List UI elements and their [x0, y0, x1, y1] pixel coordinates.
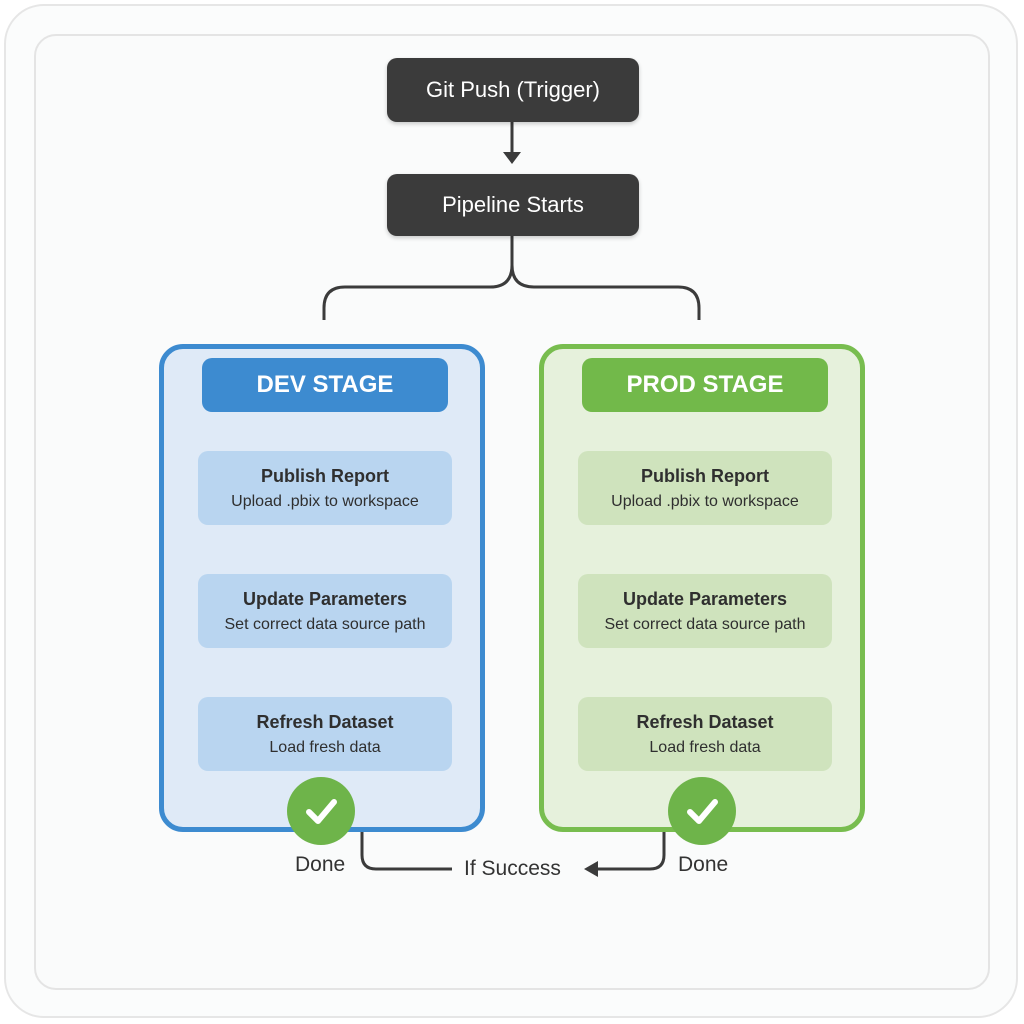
dev-stage-header: DEV STAGE — [202, 358, 448, 412]
trigger-label: Git Push (Trigger) — [425, 77, 600, 102]
pipeline-node: Pipeline Starts — [387, 174, 639, 236]
check-icon — [306, 799, 337, 824]
dev-stage: DEV STAGE Publish Report Upload .pbix to… — [159, 344, 485, 832]
check-icon — [687, 799, 718, 824]
step-desc: Set correct data source path — [604, 615, 806, 633]
pipeline-label: Pipeline Starts — [442, 192, 584, 217]
condition-label: If Success — [464, 857, 561, 880]
step-title: Update Parameters — [242, 588, 408, 609]
connector-condition-to-prod — [596, 832, 666, 871]
step-desc: Load fresh data — [649, 738, 761, 756]
step-desc: Upload .pbix to workspace — [611, 492, 799, 510]
split-connector — [322, 236, 701, 320]
step-desc: Upload .pbix to workspace — [231, 492, 419, 510]
prod-stage-header: PROD STAGE — [582, 358, 828, 412]
connector-dev-to-condition — [360, 832, 452, 871]
step-title: Refresh Dataset — [256, 711, 394, 732]
dev-step-update-parameters: Update Parameters Set correct data sourc… — [198, 574, 452, 648]
prod-check-icon — [668, 777, 736, 845]
prod-done-label: Done — [678, 853, 729, 876]
step-title: Publish Report — [640, 465, 769, 486]
step-title: Update Parameters — [622, 588, 788, 609]
prod-step-refresh-dataset: Refresh Dataset Load fresh data — [578, 697, 832, 771]
arrowhead-condition-to-prod — [584, 861, 598, 877]
dev-step-refresh-dataset: Refresh Dataset Load fresh data — [198, 697, 452, 771]
step-desc: Set correct data source path — [224, 615, 426, 633]
trigger-node: Git Push (Trigger) — [387, 58, 639, 122]
dev-check-icon — [287, 777, 355, 845]
step-title: Publish Report — [260, 465, 389, 486]
arrowhead-trigger-to-pipeline — [503, 152, 521, 164]
prod-step-publish-report: Publish Report Upload .pbix to workspace — [578, 451, 832, 525]
step-title: Refresh Dataset — [636, 711, 774, 732]
prod-stage: PROD STAGE Publish Report Upload .pbix t… — [539, 344, 865, 832]
dev-done-label: Done — [295, 853, 346, 876]
step-desc: Load fresh data — [269, 738, 381, 756]
prod-step-update-parameters: Update Parameters Set correct data sourc… — [578, 574, 832, 648]
dev-step-publish-report: Publish Report Upload .pbix to workspace — [198, 451, 452, 525]
